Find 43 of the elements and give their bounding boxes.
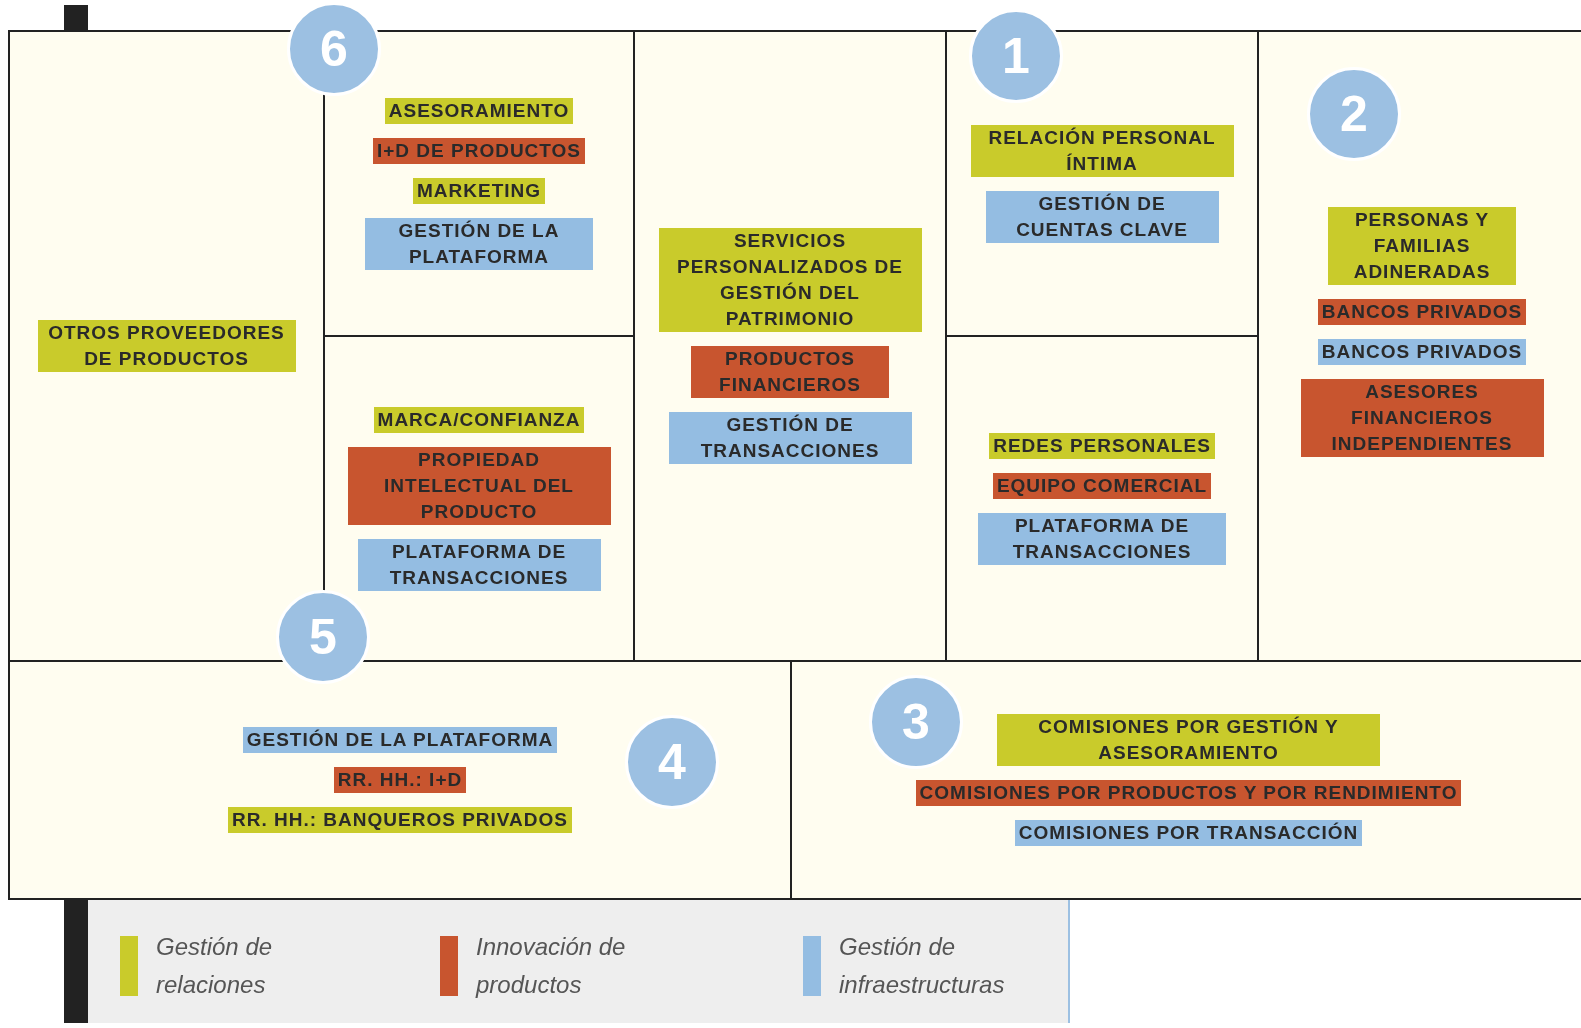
highlighted-label: COMISIONES POR TRANSACCIÓN [1014,820,1363,846]
highlighted-label: BANCOS PRIVADOS [1317,339,1527,365]
highlighted-label: PLATAFORMA DE TRANSACCIONES [357,538,601,591]
highlighted-label: BANCOS PRIVADOS [1317,299,1527,325]
canvas-block [633,30,947,662]
canvas-block [323,30,635,337]
highlighted-label: RELACIÓN PERSONAL ÍNTIMA [970,124,1234,177]
highlighted-label: PROPIEDAD INTELECTUAL DEL PRODUCTO [347,446,611,525]
highlighted-label: GESTIÓN DE LA PLATAFORMA [365,217,593,270]
canvas-block [945,30,1259,337]
side-bar [64,898,88,1023]
highlighted-label: MARCA/CONFIANZA [373,406,585,433]
highlighted-label: PRODUCTOS FINANCIEROS [691,346,889,398]
number-circle: 4 [625,715,719,809]
highlighted-label: ASESORAMIENTO [384,97,574,124]
number-circle: 3 [869,675,963,769]
side-bar [64,5,88,31]
highlighted-label: OTROS PROVEEDORES DE PRODUCTOS [37,320,296,372]
number-circle: 1 [969,9,1063,103]
highlighted-label: SERVICIOS PERSONALIZADOS DE GESTIÓN DEL PATRIMONIO [658,228,922,332]
highlighted-label: EQUIPO COMERCIAL [992,472,1212,499]
number-circle: 2 [1307,67,1401,161]
highlighted-label: COMISIONES POR PRODUCTOS Y POR RENDIMIENTO [915,780,1462,806]
number-circle: 6 [287,2,381,96]
highlighted-label: GESTIÓN DE TRANSACCIONES [668,412,912,464]
highlighted-label: COMISIONES POR GESTIÓN Y ASESORAMIENTO [997,714,1380,766]
canvas-block [945,335,1259,662]
highlighted-label: PLATAFORMA DE TRANSACCIONES [978,512,1226,565]
legend-label: Gestión de infraestructuras [839,932,1006,1000]
highlighted-label: REDES PERSONALES [989,432,1215,459]
highlighted-label: I+D DE PRODUCTOS [372,137,586,164]
highlighted-label: PERSONAS Y FAMILIAS ADINERADAS [1328,207,1516,285]
highlighted-label: RR. HH.: I+D [333,767,467,793]
highlighted-label: ASESORES FINANCIEROS INDEPENDIENTES [1300,379,1544,457]
highlighted-label: GESTIÓN DE CUENTAS CLAVE [985,190,1219,243]
canvas-block [790,660,1581,900]
canvas-block [1257,30,1581,662]
legend-label: Innovación de productos [476,932,627,1000]
highlighted-label: RR. HH.: BANQUEROS PRIVADOS [228,807,572,833]
canvas-block [8,660,792,900]
highlighted-label: GESTIÓN DE LA PLATAFORMA [242,727,558,753]
highlighted-label: MARKETING [412,177,546,204]
legend-label: Gestión de relaciones [156,932,274,1000]
